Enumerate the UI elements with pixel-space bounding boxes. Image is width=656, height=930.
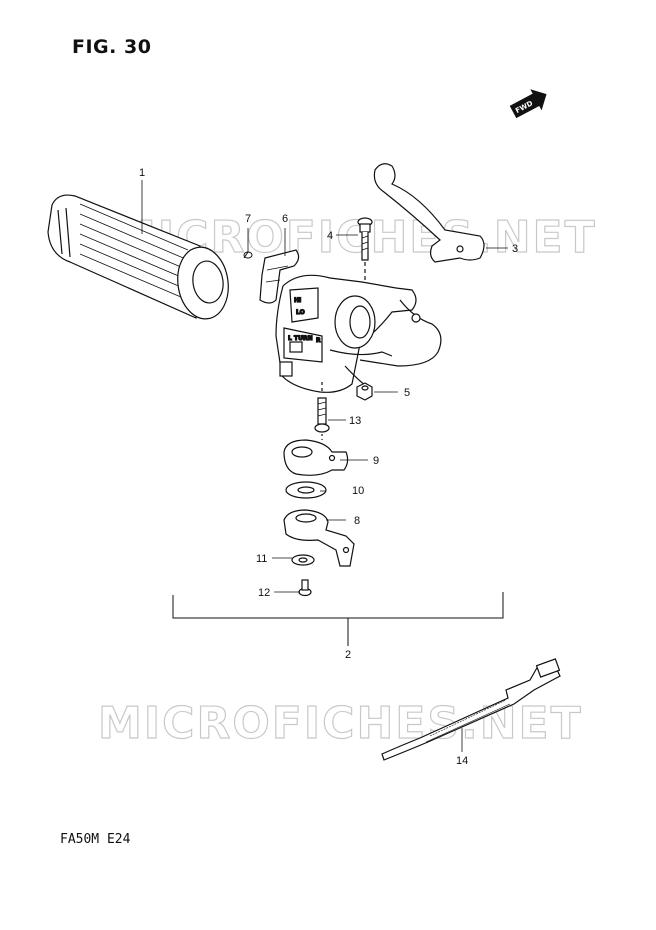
label-turn-left: L (288, 335, 292, 342)
callout-4: 4 (327, 230, 333, 242)
callout-9: 9 (373, 455, 379, 467)
switch-housing: HI LO L TURN R (275, 274, 442, 393)
callout-3: 3 (512, 243, 518, 255)
label-turn-right: R (316, 337, 321, 344)
switch-knob-6 (259, 249, 300, 304)
screw-4 (357, 217, 373, 290)
callout-1: 1 (139, 167, 145, 179)
callout-12: 12 (258, 587, 270, 599)
callout-10: 10 (352, 485, 364, 497)
bracket-8 (283, 509, 355, 567)
group-bracket (172, 592, 504, 646)
callout-5: 5 (404, 387, 410, 399)
callout-6: 6 (282, 213, 288, 225)
handle-grip (47, 194, 229, 320)
fwd-arrow-icon: FWD (509, 89, 547, 119)
callout-11: 11 (256, 553, 267, 565)
label-hi: HI (294, 297, 301, 304)
washer-10 (285, 481, 327, 499)
washer-11 (291, 554, 315, 566)
bolt-13 (314, 382, 330, 440)
clutch-lever-3 (373, 163, 485, 263)
leader-lines (141, 180, 508, 752)
screw-12 (298, 579, 312, 597)
callout-7: 7 (245, 213, 251, 225)
nut-5 (356, 382, 373, 401)
model-code: FA50M E24 (60, 832, 131, 847)
callout-14: 14 (456, 755, 468, 767)
screw-7 (243, 251, 253, 259)
label-lo: LO (296, 309, 305, 316)
callout-2: 2 (345, 649, 351, 661)
label-turn: TURN (294, 335, 313, 342)
figure-title: FIG. 30 (72, 36, 152, 58)
lower-housing-9 (283, 439, 349, 476)
callout-8: 8 (354, 515, 360, 527)
cable-tie-14 (381, 658, 561, 761)
callout-13: 13 (349, 415, 361, 427)
